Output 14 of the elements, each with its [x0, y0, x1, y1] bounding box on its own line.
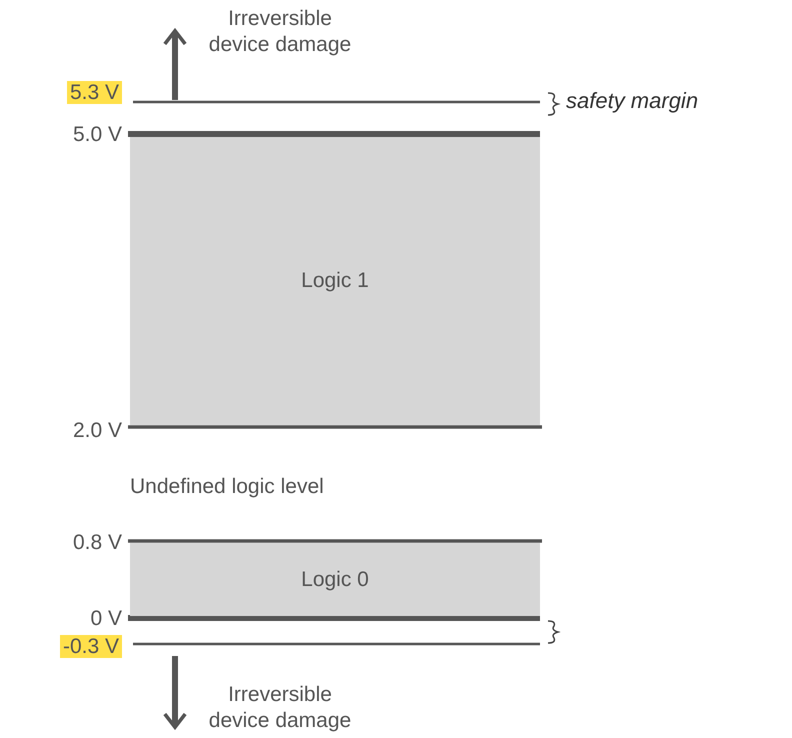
- region-label: Undefined logic level: [130, 475, 324, 498]
- band-label: Logic 0: [301, 568, 369, 592]
- voltage-label: 0.8 V: [72, 531, 122, 554]
- damage-note: Irreversible device damage: [208, 683, 352, 732]
- voltage-label: 2.0 V: [72, 419, 122, 442]
- voltage-label: 0 V: [90, 607, 122, 630]
- band-label: Logic 1: [301, 269, 369, 293]
- logic-level-band: [130, 543, 540, 616]
- logic-level-band: [130, 137, 540, 425]
- voltage-label: -0.3 V: [60, 635, 122, 658]
- margin-note: safety margin: [566, 88, 698, 113]
- voltage-label: 5.3 V: [66, 81, 122, 104]
- voltage-label: 5.0 V: [72, 123, 122, 146]
- damage-note: Irreversible device damage: [208, 7, 352, 56]
